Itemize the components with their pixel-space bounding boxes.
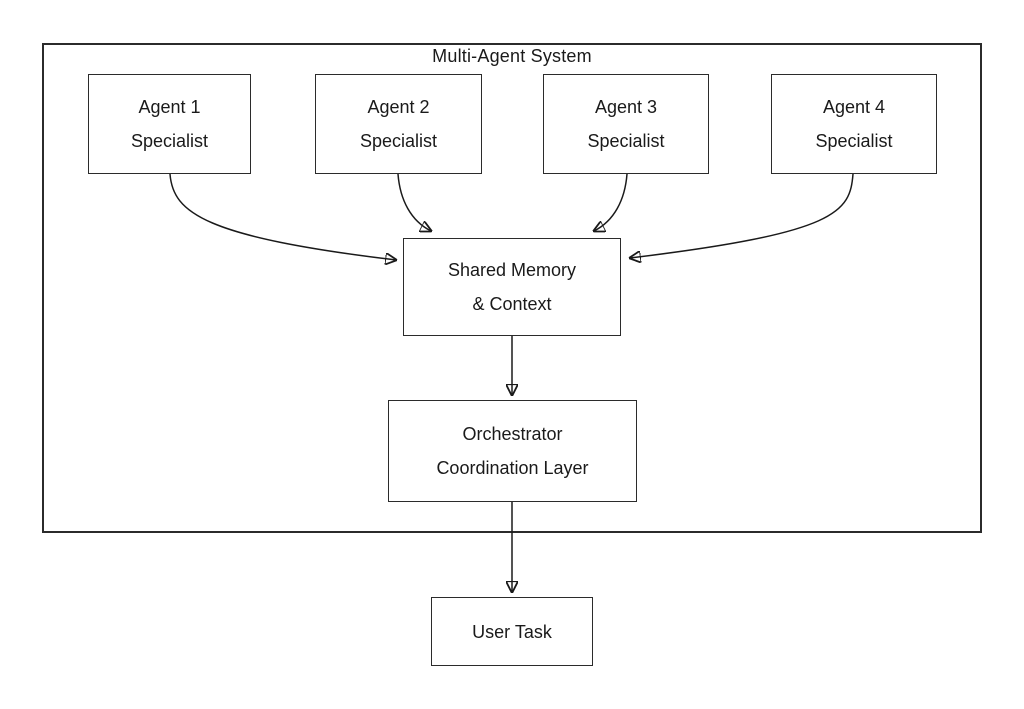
node-orchestrator-label-line1: Orchestrator [462,424,563,444]
node-agent-2-label-line1: Agent 2 [367,97,430,117]
node-agent-4-label-line1: Agent 4 [822,97,886,117]
node-orchestrator-label-line2: Coordination Layer [436,458,589,478]
node-agent-1-label-line2: Specialist [130,131,209,151]
node-agent-4: Agent 4 Specialist [771,74,937,174]
node-agent-2: Agent 2 Specialist [315,74,482,174]
node-user-task: User Task [431,597,593,666]
node-agent-3-label-line2: Specialist [587,131,665,151]
node-agent-3: Agent 3 Specialist [543,74,709,174]
node-agent-1-label-line1: Agent 1 [138,97,201,117]
node-user-task-label: User Task [472,621,552,642]
node-orchestrator: Orchestrator Coordination Layer [388,400,637,502]
node-shared-memory-label-line2: & Context [472,294,552,314]
node-agent-4-label-line2: Specialist [815,131,893,151]
node-agent-3-label-line1: Agent 3 [594,97,658,117]
node-agent-1: Agent 1 Specialist [88,74,251,174]
node-shared-memory: Shared Memory & Context [403,238,621,336]
node-shared-memory-label-line1: Shared Memory [447,260,577,280]
node-agent-2-label-line2: Specialist [359,131,438,151]
diagram-title: Multi-Agent System [432,46,592,66]
